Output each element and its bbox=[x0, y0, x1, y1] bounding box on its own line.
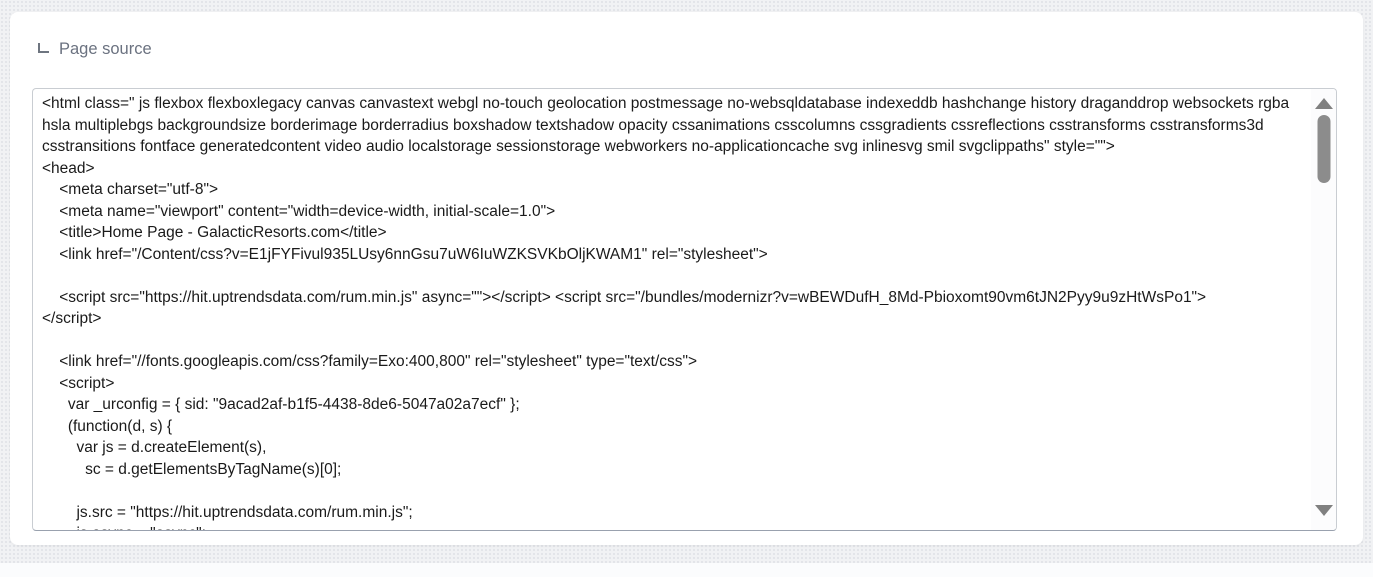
page-source-panel: Page source <html class=" js flexbox fle… bbox=[10, 12, 1363, 545]
source-code-line: <meta charset="utf-8"> bbox=[42, 181, 219, 198]
source-code-line: <html class=" js flexbox flexboxlegacy c… bbox=[42, 95, 1294, 155]
source-code-line: <script src="https://hit.uptrendsdata.co… bbox=[42, 288, 1207, 306]
source-code-line: </script> bbox=[42, 310, 102, 327]
source-code-lines: <html class=" js flexbox flexboxlegacy c… bbox=[42, 93, 1306, 530]
source-code-line bbox=[42, 265, 1306, 287]
source-code-line: js.src = "https://hit.uptrendsdata.com/r… bbox=[42, 503, 413, 521]
source-code-line: (function(d, s) { bbox=[42, 417, 173, 435]
source-code-line: js.async = "async"; bbox=[42, 523, 1306, 530]
scrollbar-up-arrow-icon[interactable] bbox=[1314, 98, 1333, 109]
source-code-line bbox=[42, 480, 1306, 502]
source-code-line: <title>Home Page - GalacticResorts.com</… bbox=[42, 224, 387, 241]
source-code-line: var _urconfig = { sid: "9acad2af-b1f5-44… bbox=[42, 396, 520, 413]
vertical-scrollbar[interactable] bbox=[1311, 89, 1336, 530]
source-code-line bbox=[42, 330, 1306, 352]
page-source-title: Page source bbox=[59, 40, 152, 58]
source-code-line: <link href="/Content/css?v=E1jFYFivul935… bbox=[42, 245, 768, 263]
source-code-line: <script> bbox=[42, 374, 115, 392]
panel-header: Page source bbox=[10, 12, 1363, 59]
source-code-line: <head> bbox=[42, 159, 95, 177]
source-code-line: <meta name="viewport" content="width=dev… bbox=[42, 202, 556, 220]
page-source-textarea[interactable]: <html class=" js flexbox flexboxlegacy c… bbox=[32, 88, 1337, 531]
scrollbar-down-arrow-icon[interactable] bbox=[1314, 505, 1333, 516]
corner-return-icon bbox=[38, 42, 49, 53]
source-code-line: <link href="//fonts.googleapis.com/css?f… bbox=[42, 353, 698, 370]
page-bottom-strip bbox=[0, 563, 1373, 577]
source-code-line: var js = d.createElement(s), bbox=[42, 439, 267, 456]
source-code-line: sc = d.getElementsByTagName(s)[0]; bbox=[42, 460, 342, 478]
scrollbar-thumb[interactable] bbox=[1317, 115, 1330, 183]
